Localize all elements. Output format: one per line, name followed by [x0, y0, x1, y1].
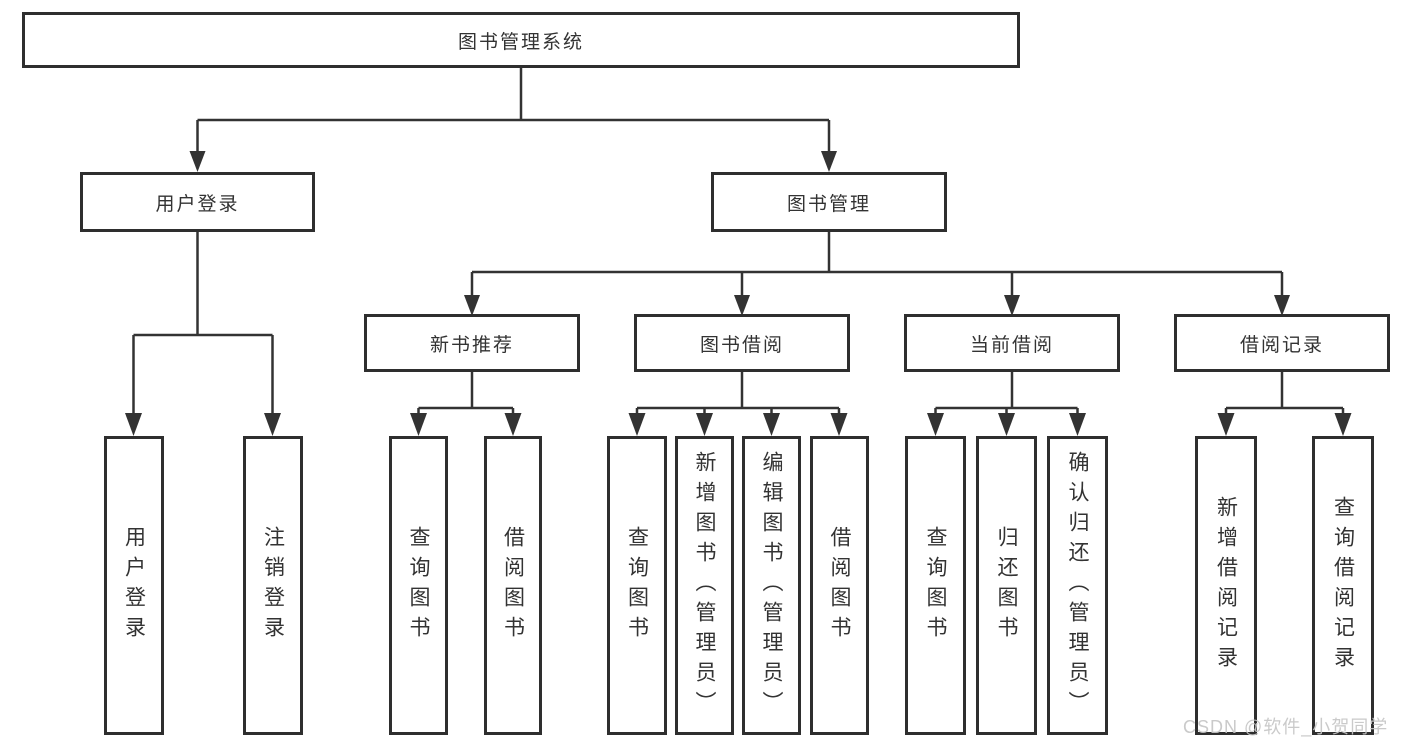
- node-label: 编辑图书（管理员）: [760, 450, 783, 721]
- node-label: 借阅记录: [1239, 334, 1324, 356]
- connector-records-to-leaves: [1217, 372, 1352, 436]
- leaf-logout: 注销登录: [243, 436, 303, 735]
- arrowhead: [464, 295, 480, 316]
- node-label: 借阅图书: [501, 525, 525, 646]
- leaf-query-books-current: 查询图书: [905, 436, 966, 735]
- csdn-watermark: CSDN @软件_小贺同学: [1183, 717, 1389, 737]
- arrowhead: [998, 413, 1015, 436]
- leaf-user-login: 用户登录: [104, 436, 164, 735]
- node-current-borrowing: 当前借阅: [904, 314, 1120, 372]
- node-label: 查询图书: [407, 525, 430, 646]
- node-user-login: 用户登录: [80, 172, 315, 232]
- arrowhead: [734, 295, 750, 316]
- node-borrowing-records: 借阅记录: [1174, 314, 1390, 372]
- leaf-borrow-books-recommend: 借阅图书: [484, 436, 542, 735]
- leaf-query-books-borrowing: 查询图书: [607, 436, 667, 735]
- arrowhead: [830, 413, 848, 436]
- arrowhead: [628, 413, 646, 436]
- leaf-borrow-books-borrowing: 借阅图书: [810, 436, 869, 735]
- leaf-query-books-recommend: 查询图书: [389, 436, 448, 735]
- node-label: 图书管理: [786, 193, 871, 215]
- arrowhead: [1334, 413, 1352, 436]
- node-label: 用户登录: [155, 193, 240, 215]
- node-label: 新增图书（管理员）: [693, 450, 716, 721]
- node-label: 注销登录: [261, 525, 285, 646]
- node-book-borrowing: 图书借阅: [634, 314, 850, 372]
- arrowhead: [1069, 413, 1086, 436]
- node-label: 图书借阅: [699, 334, 784, 356]
- arrowhead: [410, 413, 427, 436]
- arrowhead: [763, 413, 780, 436]
- leaf-query-borrow-record: 查询借阅记录: [1312, 436, 1374, 735]
- node-label: 确认归还（管理员）: [1066, 450, 1089, 721]
- node-library-system: 图书管理系统: [22, 12, 1020, 68]
- leaf-return-book: 归还图书: [976, 436, 1037, 735]
- node-label: 用户登录: [122, 525, 146, 646]
- leaf-add-book-admin: 新增图书（管理员）: [675, 436, 734, 735]
- node-label: 图书管理系统: [457, 31, 584, 53]
- leaf-confirm-return-admin: 确认归还（管理员）: [1047, 436, 1108, 735]
- node-label: 新书推荐: [429, 334, 514, 356]
- arrowhead: [189, 151, 206, 172]
- node-book-management: 图书管理: [711, 172, 947, 232]
- leaf-edit-book-admin: 编辑图书（管理员）: [742, 436, 801, 735]
- connector-user-login-to-leaves: [125, 232, 281, 436]
- arrowhead: [125, 413, 142, 436]
- arrowhead: [504, 413, 522, 436]
- connector-current-borrowing-to-leaves: [927, 372, 1086, 436]
- arrowhead: [264, 413, 281, 436]
- node-new-book-recommend: 新书推荐: [364, 314, 580, 372]
- connector-book-borrowing-to-leaves: [628, 372, 848, 436]
- connector-new-book-to-leaves: [410, 372, 522, 436]
- node-label: 查询借阅记录: [1331, 495, 1355, 676]
- arrowhead: [696, 413, 713, 436]
- leaf-add-borrow-record: 新增借阅记录: [1195, 436, 1257, 735]
- node-label: 新增借阅记录: [1214, 495, 1238, 676]
- arrowhead: [821, 151, 837, 172]
- arrowhead: [1274, 295, 1290, 316]
- node-label: 当前借阅: [969, 334, 1054, 356]
- connector-root-to-level2: [189, 68, 837, 172]
- arrowhead: [1217, 413, 1235, 436]
- arrowhead: [1004, 295, 1020, 316]
- node-label: 查询图书: [625, 525, 649, 646]
- node-label: 归还图书: [995, 525, 1018, 646]
- arrowhead: [927, 413, 944, 436]
- node-label: 借阅图书: [828, 525, 851, 646]
- connector-book-management-to-level3: [464, 232, 1290, 316]
- node-label: 查询图书: [924, 525, 947, 646]
